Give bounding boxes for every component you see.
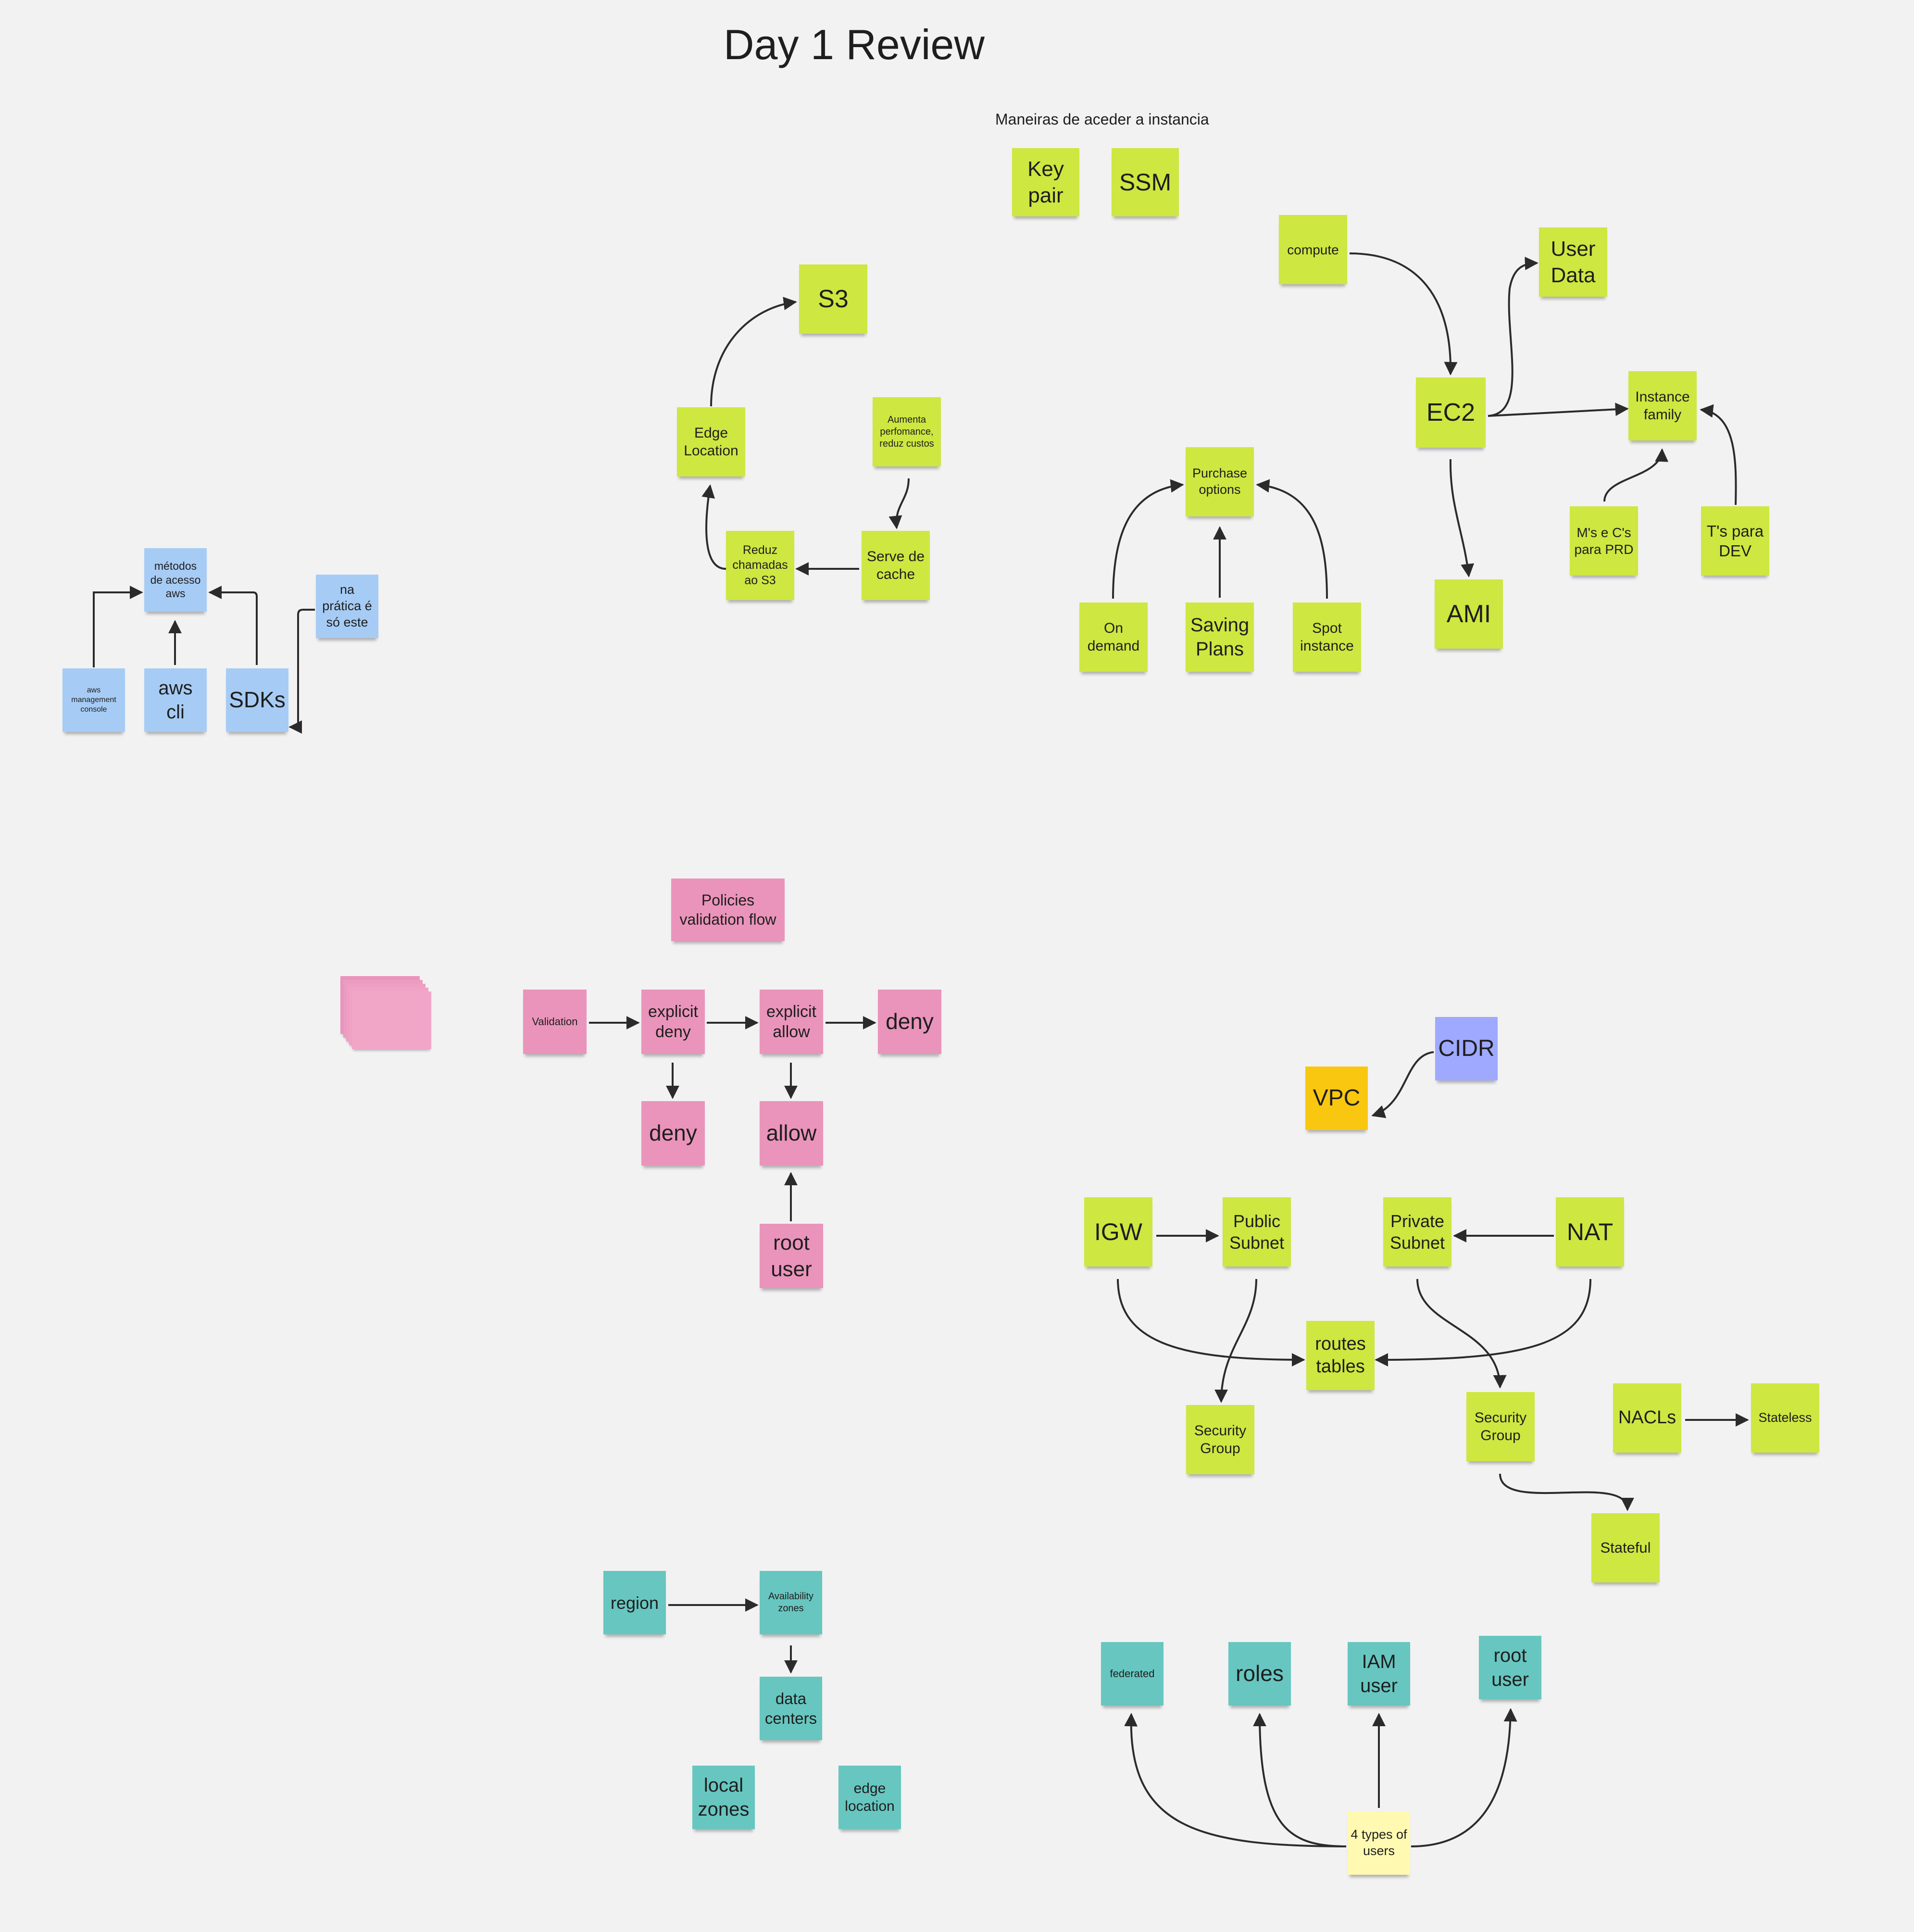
note-data-centers[interactable]: data centers: [760, 1677, 822, 1740]
note-root-user-type[interactable]: root user: [1479, 1636, 1541, 1699]
note-public-subnet[interactable]: Public Subnet: [1223, 1197, 1291, 1267]
note-routes-tables[interactable]: routes tables: [1306, 1321, 1375, 1390]
note-explicit-deny[interactable]: explicit deny: [641, 990, 705, 1054]
note-federated[interactable]: federated: [1101, 1642, 1163, 1706]
note-allow-result[interactable]: allow: [760, 1101, 823, 1166]
connector-compute-to-ec2: [1349, 252, 1458, 376]
note-nacls[interactable]: NACLs: [1613, 1383, 1681, 1453]
connector-ondemand-to-purchase: [1112, 479, 1184, 599]
connector-igw-to-routes: [1117, 1279, 1305, 1367]
note-instance-family[interactable]: Instance family: [1628, 371, 1697, 440]
note-spot-instance[interactable]: Spot instance: [1293, 602, 1361, 672]
note-ec2[interactable]: EC2: [1416, 377, 1486, 448]
note-deny-result-right[interactable]: deny: [878, 990, 941, 1054]
note-ssm[interactable]: SSM: [1112, 148, 1179, 216]
note-ts-para-dev[interactable]: T's para DEV: [1701, 506, 1769, 576]
note-aws-cli[interactable]: aws cli: [144, 668, 207, 732]
note-cidr[interactable]: CIDR: [1435, 1017, 1498, 1080]
note-stateful[interactable]: Stateful: [1591, 1513, 1660, 1582]
connector-reduz-to-edge: [701, 484, 726, 570]
note-security-group-right[interactable]: Security Group: [1466, 1392, 1535, 1461]
note-ms-e-cs[interactable]: M's e C's para PRD: [1570, 506, 1638, 576]
note-iam-user[interactable]: IAM user: [1348, 1642, 1410, 1706]
connector-cidr-to-vpc: [1371, 1051, 1434, 1118]
note-region[interactable]: region: [603, 1571, 666, 1634]
note-stateless[interactable]: Stateless: [1751, 1383, 1819, 1453]
board-title: Day 1 Review: [724, 21, 985, 68]
note-4-types-of-users[interactable]: 4 types of users: [1348, 1811, 1410, 1875]
note-compute[interactable]: compute: [1279, 215, 1347, 284]
connector-aumenta-to-serve: [888, 478, 910, 529]
note-validation[interactable]: Validation: [523, 990, 587, 1054]
note-availability-zones[interactable]: Availability zones: [760, 1571, 822, 1634]
note-security-group-left[interactable]: Security Group: [1186, 1405, 1254, 1474]
note-deny-result-bottom[interactable]: deny: [641, 1101, 705, 1166]
connector-ec2-to-instancefamily: [1488, 402, 1629, 417]
note-ami[interactable]: AMI: [1435, 579, 1503, 649]
note-sdks[interactable]: SDKs: [226, 668, 288, 732]
note-local-zones[interactable]: local zones: [692, 1766, 755, 1829]
note-roles[interactable]: roles: [1228, 1642, 1291, 1706]
note-aws-management-console[interactable]: aws management console: [63, 668, 125, 732]
note-edge-location-infra[interactable]: edge location: [838, 1766, 901, 1829]
connector-4types-to-root: [1411, 1708, 1517, 1847]
note-purchase-options[interactable]: Purchase options: [1186, 447, 1254, 516]
note-na-pratica[interactable]: na prática é só este: [316, 575, 378, 638]
note-on-demand[interactable]: On demand: [1079, 602, 1148, 672]
connector-napratica-to-sdks: [288, 609, 315, 734]
connector-private-to-sg: [1416, 1279, 1507, 1389]
note-reduz-chamadas[interactable]: Reduz chamadas ao S3: [726, 531, 794, 600]
connector-spot-to-purchase: [1256, 479, 1328, 599]
note-key-pair[interactable]: Key pair: [1012, 148, 1079, 216]
connector-ms-to-family: [1603, 448, 1669, 502]
note-s3[interactable]: S3: [799, 264, 867, 334]
note-root-user-policy[interactable]: root user: [760, 1224, 823, 1288]
connector-ec2-to-userdata: [1488, 256, 1539, 417]
note-explicit-allow[interactable]: explicit allow: [760, 990, 823, 1054]
note-aumenta-performance[interactable]: Aumenta perfomance, reduz custos: [873, 397, 941, 466]
connector-console-to-metodos: [93, 586, 143, 667]
note-edge-location[interactable]: Edge Location: [677, 407, 745, 477]
connector-sdks-to-metodos: [208, 586, 258, 665]
connector-public-to-sg: [1214, 1279, 1257, 1403]
note-private-subnet[interactable]: Private Subnet: [1383, 1197, 1451, 1267]
connector-4types-to-federated: [1124, 1713, 1347, 1847]
note-igw[interactable]: IGW: [1084, 1197, 1152, 1267]
note-policies-validation-flow[interactable]: Policies validation flow: [671, 878, 785, 941]
pink-notes-stack[interactable]: [340, 976, 432, 1067]
note-nat[interactable]: NAT: [1556, 1197, 1624, 1267]
connector-4types-to-roles: [1253, 1713, 1347, 1847]
note-user-data[interactable]: User Data: [1539, 227, 1607, 297]
connector-sg-to-stateful: [1499, 1473, 1634, 1511]
note-saving-plans[interactable]: Saving Plans: [1186, 602, 1254, 672]
note-serve-de-cache[interactable]: Serve de cache: [862, 531, 930, 600]
connector-ec2-to-ami: [1449, 459, 1475, 577]
connector-nat-to-routes: [1375, 1279, 1591, 1367]
note-metodos-acesso[interactable]: métodos de acesso aws: [144, 548, 207, 612]
connector-edge-to-s3: [710, 297, 797, 407]
connector-ts-to-family: [1700, 404, 1737, 505]
access-caption: Maneiras de aceder a instancia: [995, 111, 1209, 128]
note-vpc[interactable]: VPC: [1305, 1066, 1368, 1130]
